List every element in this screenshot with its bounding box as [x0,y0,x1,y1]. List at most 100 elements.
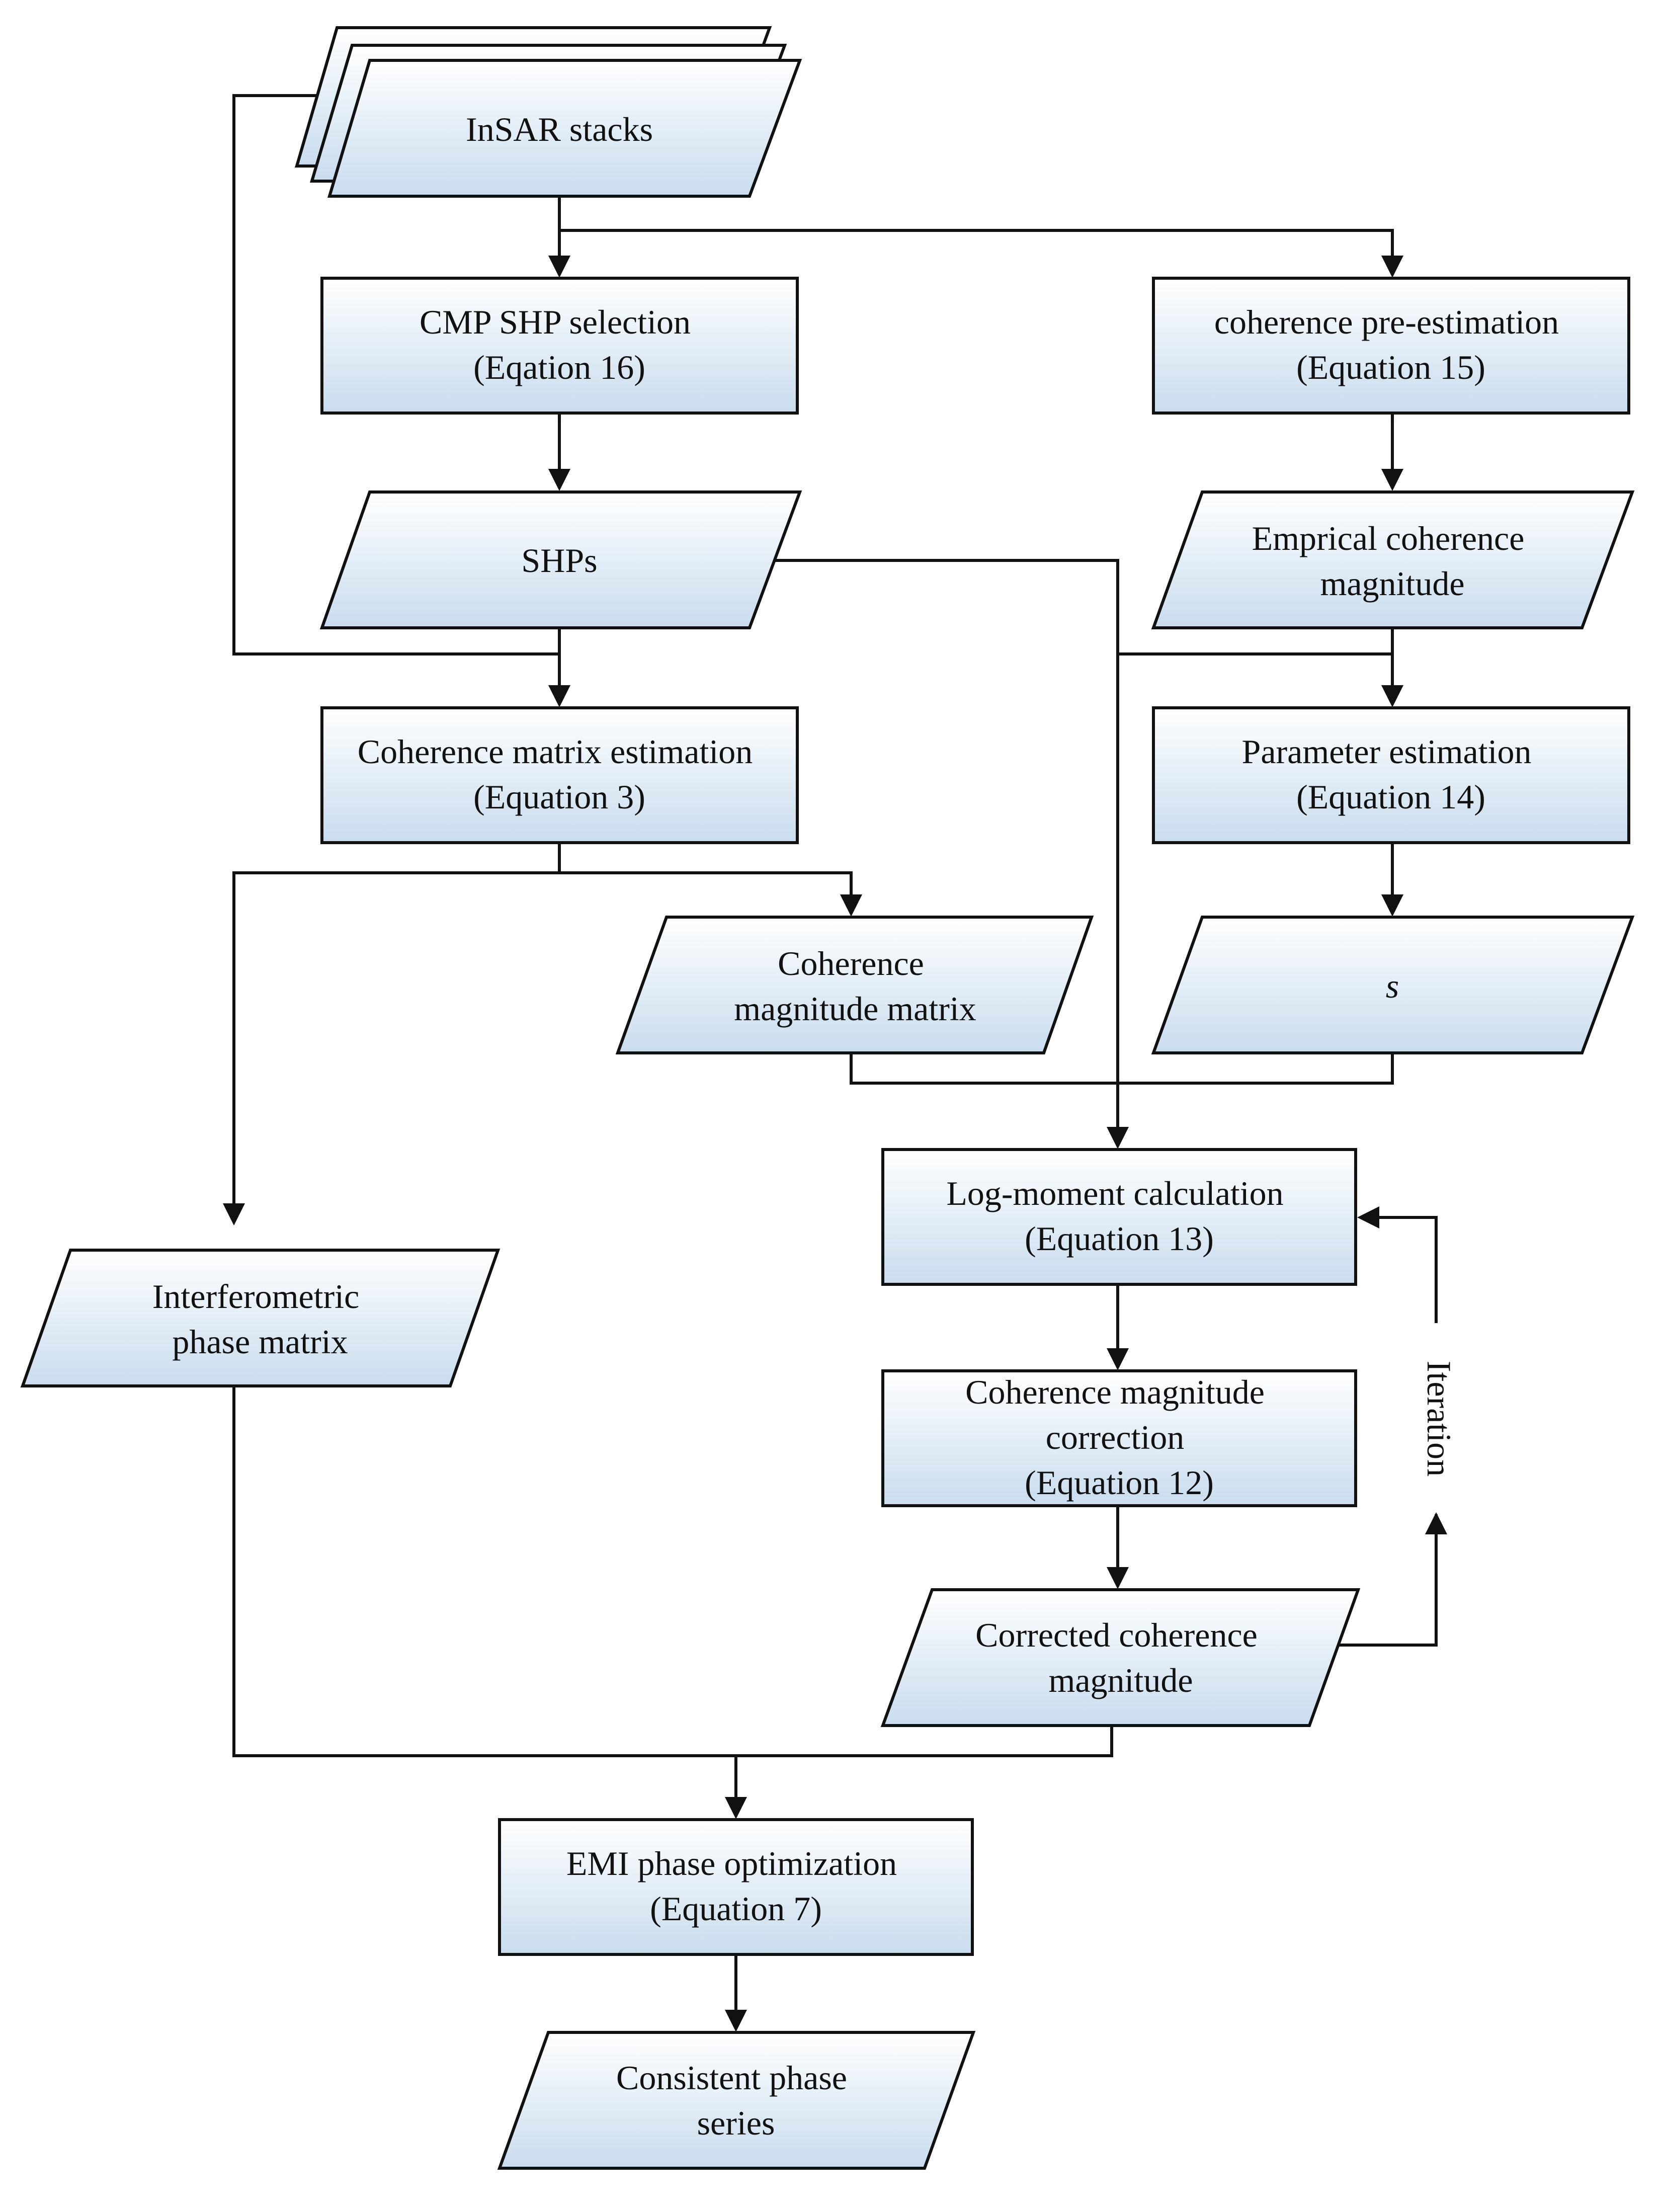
process-box [1152,706,1630,844]
arrowhead-cmp [548,256,570,278]
arrowhead-interf-phase [223,1203,245,1225]
node-label: SHPs [521,541,597,580]
node-label: Parameter estimation (Equation 14) [1242,732,1540,816]
arrowhead-emi [725,1797,747,1819]
node-coherence-pre-estimation: coherence pre-estimation (Equation 15) [1152,277,1630,415]
data-parallelogram [880,1588,1361,1727]
arrowhead-shps [548,469,570,491]
connector-to-interf-phase [232,871,559,1207]
node-text-line: phase matrix [172,1323,348,1361]
node-text-line: (Equation 13) [1025,1219,1214,1258]
node-text-line: Emprical coherence [1252,519,1525,557]
node-text-line: s [1386,967,1399,1005]
node-text-line: series [697,2104,775,2142]
node-text-line: (Equation 7) [650,1890,822,1928]
node-label: EMI phase optimization (Equation 7) [566,1844,905,1928]
node-text-line: (Equation 3) [473,778,645,816]
node-label: InSAR stacks [466,110,653,148]
node-shps: SHPs [319,490,802,629]
node-label: CMP SHP selection (Eqation 16) [420,303,699,386]
arrowhead-log-moment-side [1357,1206,1379,1228]
node-text-line: Coherence magnitude [965,1373,1265,1411]
arrowhead-log-moment [1107,1127,1129,1149]
node-coherence-matrix-estimation: Coherence matrix estimation (Equation 3) [320,706,799,844]
data-parallelogram [615,916,1094,1054]
node-text-line: Corrected coherence [975,1616,1258,1654]
connector-interf-down [232,1383,736,1757]
node-text-line: (Equation 12) [1025,1463,1214,1502]
node-label: Consistent phase series [616,2059,856,2142]
node-text-line: correction [1046,1418,1185,1456]
node-label: Coherence magnitude correction (Equation… [965,1373,1273,1502]
node-empirical-coherence-magnitude: Emprical coherence magnitude [1151,490,1635,629]
node-text-line: magnitude [1320,564,1464,603]
arrowhead-coh-pre [1381,256,1403,278]
arrowhead-correction [1107,1348,1129,1370]
node-label: coherence pre-estimation (Equation 15) [1214,303,1567,386]
node-consistent-phase-series: Consistent phase series [497,2031,976,2170]
node-coherence-magnitude-correction: Coherence magnitude correction (Equation… [881,1369,1357,1507]
arrowhead-corrected [1107,1567,1129,1589]
process-box [320,706,799,844]
arrowhead-coh-matrix [548,685,570,707]
process-box [320,277,799,415]
node-corrected-coherence-magnitude: Corrected coherence magnitude [880,1588,1361,1727]
iteration-label: Iteration [1420,1361,1458,1477]
node-emi-phase-optimization: EMI phase optimization (Equation 7) [498,1818,974,1956]
node-s: s [1151,916,1635,1054]
arrowheads [223,256,1447,2032]
data-parallelogram [319,490,802,629]
process-box [1152,277,1630,415]
node-insar-stacks: InSAR stacks [295,26,802,198]
node-cmp-shp-selection: CMP SHP selection (Eqation 16) [320,277,799,415]
node-text-line: Interferometric [152,1277,360,1316]
data-parallelogram [1151,916,1635,1054]
node-label: Coherence magnitude matrix [734,944,976,1028]
connectors [232,94,1438,2012]
node-text-line: (Equation 15) [1296,348,1485,386]
data-parallelogram [20,1249,501,1387]
arrowhead-s [1381,894,1403,917]
node-coherence-magnitude-matrix: Coherence magnitude matrix [615,916,1094,1054]
data-parallelogram [1151,490,1635,629]
connector-insar-to-coh-matrix [232,94,559,656]
node-label: Corrected coherence magnitude [975,1616,1266,1699]
arrowhead-consistent [725,2010,747,2032]
connector-corrected-down [736,1721,1113,1757]
node-log-moment-calculation: Log-moment calculation (Equation 13) [881,1148,1357,1286]
node-label: Emprical coherence magnitude [1252,519,1533,603]
node-text-line: Coherence [778,944,924,982]
connector-iteration-loop-top [1378,1216,1438,1323]
node-text-line: InSAR stacks [466,110,653,148]
data-parallelogram [497,2031,976,2170]
node-label: Log-moment calculation (Equation 13) [946,1174,1292,1258]
node-label: s [1386,967,1399,1005]
connector-coh-mag-matrix-bottom [850,1049,1394,1085]
process-box [498,1818,974,1956]
insar-stack-layer-front [327,59,802,198]
node-text-line: Parameter estimation [1242,732,1532,771]
arrowhead-iteration-up [1425,1512,1447,1534]
connector-insar-to-coh-pre [559,229,1394,258]
connector-iteration-loop-up [1333,1514,1438,1647]
node-text-line: (Equation 14) [1296,778,1485,816]
node-text-line: magnitude matrix [734,990,976,1028]
node-text-line: (Eqation 16) [473,348,645,386]
node-text-line: CMP SHP selection [420,303,691,341]
node-parameter-estimation: Parameter estimation (Equation 14) [1152,706,1630,844]
process-box [881,1369,1357,1507]
node-text-line: magnitude [1048,1661,1193,1699]
node-text-line: EMI phase optimization [566,1844,897,1882]
arrowhead-coh-mag-matrix [840,894,862,917]
arrowhead-emp [1381,469,1403,491]
process-box [881,1148,1357,1286]
node-text-line: Log-moment calculation [946,1174,1283,1212]
node-text-line: coherence pre-estimation [1214,303,1559,341]
node-interferometric-phase-matrix: Interferometric phase matrix [20,1249,501,1387]
connector-shps-to-log-moment [770,559,1119,1129]
node-text-line: SHPs [521,541,597,580]
arrowhead-param [1381,685,1403,707]
connector-to-coh-mag-matrix [559,871,853,898]
node-label: Coherence matrix estimation (Equation 3) [358,732,762,816]
